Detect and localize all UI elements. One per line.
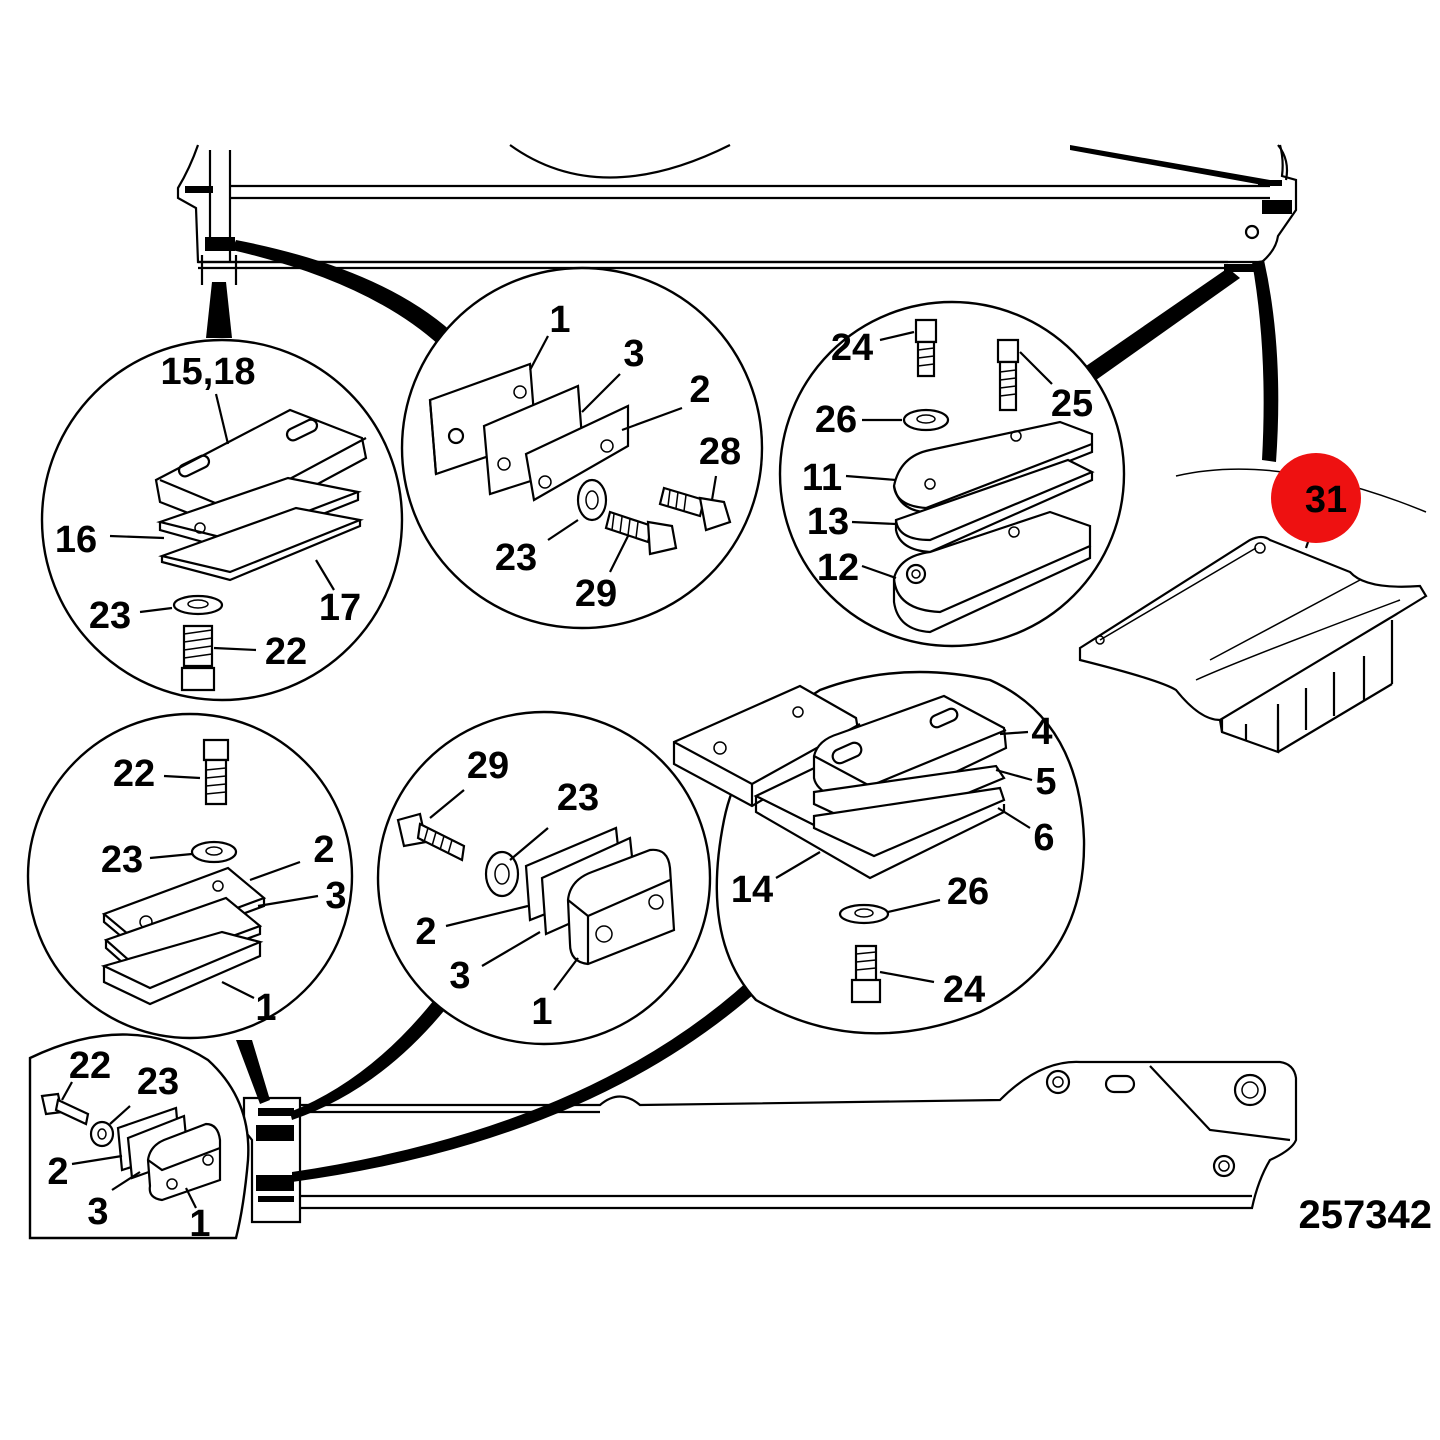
callout-label: 1: [189, 1203, 210, 1245]
callout-label: 2: [689, 369, 710, 411]
detail-circle-5: [376, 710, 712, 1046]
callout-label: 28: [699, 431, 741, 473]
callout-label: 6: [1033, 817, 1054, 859]
callout-label: 3: [623, 333, 644, 375]
callout-labels: 15,18 16 17 23 22 1 3 2 28 23 29 24 25 2…: [47, 299, 1093, 1245]
callout-label: 1: [549, 299, 570, 341]
detail-circle-2: [400, 266, 764, 630]
callout-label: 3: [87, 1191, 108, 1233]
callout-label: 15,18: [160, 351, 255, 393]
callout-label: 16: [55, 519, 97, 561]
callout-label: 26: [815, 399, 857, 441]
callout-label: 22: [265, 631, 307, 673]
highlight-label: 31: [1305, 479, 1347, 521]
callout-label: 14: [731, 869, 773, 911]
highlight-31-marker[interactable]: 31: [1271, 453, 1361, 549]
callout-label: 22: [69, 1045, 111, 1087]
callout-label: 3: [449, 955, 470, 997]
upper-frame: [176, 144, 1298, 285]
detail-circle-7: [28, 1033, 250, 1240]
callout-label: 11: [802, 457, 842, 499]
detail-circle-6: [672, 670, 1086, 1035]
callout-label: 17: [319, 587, 361, 629]
drawing-reference-number: 257342: [1299, 1193, 1432, 1237]
callout-label: 24: [943, 969, 985, 1011]
callout-label: 5: [1035, 761, 1056, 803]
callout-label: 1: [531, 991, 552, 1033]
callout-label: 23: [137, 1061, 179, 1103]
callout-label: 1: [255, 987, 276, 1029]
callout-label: 23: [557, 777, 599, 819]
part-31-plate: [1078, 468, 1428, 754]
callout-label: 3: [325, 875, 346, 917]
detail-circle-4: [26, 712, 354, 1040]
callout-label: 23: [89, 595, 131, 637]
callout-label: 12: [817, 547, 859, 589]
callout-label: 24: [831, 327, 873, 369]
detail-circle-3: [778, 300, 1126, 648]
callout-label: 25: [1051, 383, 1093, 425]
callout-label: 22: [113, 753, 155, 795]
callout-label: 23: [101, 839, 143, 881]
callout-label: 2: [313, 829, 334, 871]
callout-label: 26: [947, 871, 989, 913]
callout-label: 29: [575, 573, 617, 615]
lower-frame: [242, 1060, 1298, 1224]
detail-circle-1: [40, 338, 404, 702]
callout-label: 23: [495, 537, 537, 579]
callout-label: 2: [47, 1151, 68, 1193]
callout-label: 4: [1031, 711, 1052, 753]
leader-wedges: [206, 240, 1279, 1182]
callout-label: 13: [807, 501, 849, 543]
callout-label: 29: [467, 745, 509, 787]
callout-label: 2: [415, 911, 436, 953]
